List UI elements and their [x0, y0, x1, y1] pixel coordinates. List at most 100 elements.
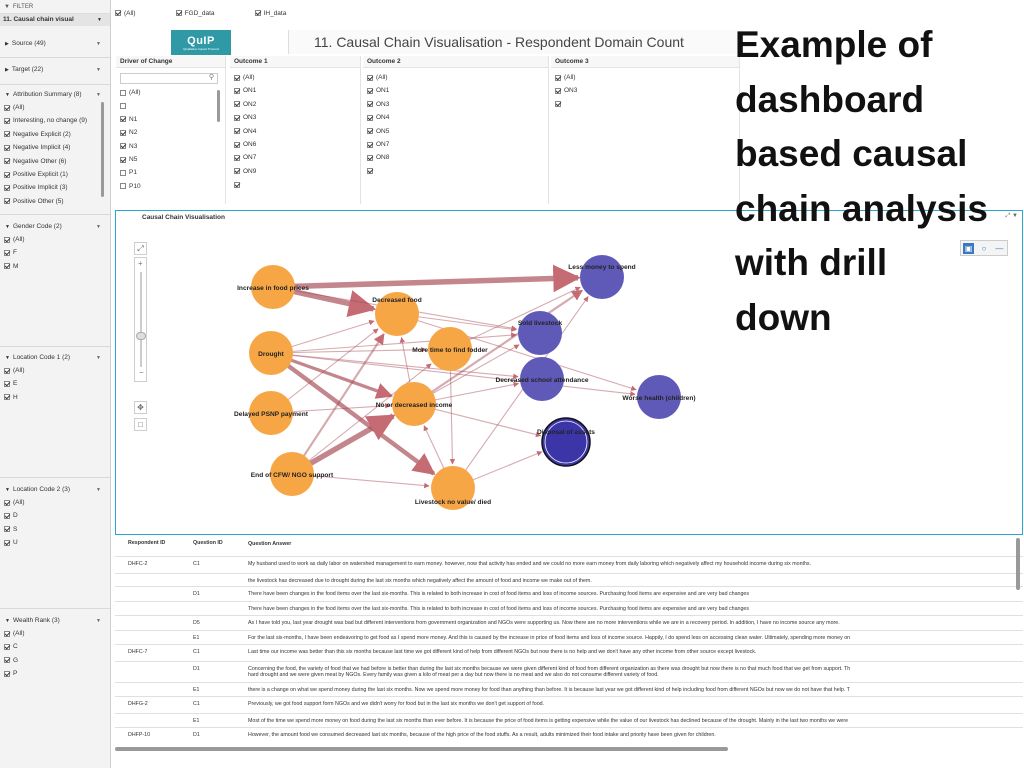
- pane-option[interactable]: N5: [116, 153, 225, 166]
- checkbox[interactable]: [234, 141, 240, 148]
- horizontal-scrollbar[interactable]: [115, 747, 728, 751]
- checkbox[interactable]: [120, 183, 126, 190]
- pane-option[interactable]: (All): [363, 71, 548, 84]
- filter-option[interactable]: Negative Implicit (4): [0, 141, 110, 154]
- checkbox[interactable]: [4, 539, 10, 546]
- edge-psnp-to-dec_food[interactable]: [270, 328, 379, 414]
- pane-option[interactable]: ON8: [363, 151, 548, 164]
- collapse-triangle-icon[interactable]: ▼: [5, 618, 10, 624]
- filter-option[interactable]: Positive Explicit (1): [0, 168, 110, 181]
- checkbox[interactable]: [555, 74, 561, 81]
- pane-option[interactable]: ON6: [230, 138, 360, 151]
- filter-option[interactable]: P: [0, 667, 110, 680]
- node-sold-livestock[interactable]: [518, 311, 562, 355]
- network-view-icon[interactable]: ▣: [963, 242, 975, 254]
- pane-option[interactable]: (All): [551, 71, 739, 84]
- search-input[interactable]: ⚲: [120, 73, 218, 84]
- checkbox[interactable]: [4, 185, 10, 192]
- pane-option[interactable]: ON3: [230, 111, 360, 124]
- chevron-down-icon[interactable]: ▼: [96, 355, 101, 361]
- collapse-triangle-icon[interactable]: ▼: [5, 224, 10, 230]
- checkbox[interactable]: [4, 131, 10, 138]
- checkbox[interactable]: [234, 74, 240, 81]
- zoom-slider[interactable]: + −: [134, 257, 147, 382]
- filter-option[interactable]: U: [0, 536, 110, 549]
- pan-icon[interactable]: ✥: [134, 401, 147, 414]
- pane-option[interactable]: [551, 98, 739, 111]
- filter-option[interactable]: (All): [0, 101, 110, 114]
- node-health[interactable]: [637, 375, 681, 419]
- edge-income-to-less_money[interactable]: [413, 289, 584, 405]
- node-psnp[interactable]: [249, 391, 293, 435]
- filter-option[interactable]: M: [0, 260, 110, 273]
- checkbox[interactable]: [367, 74, 373, 81]
- data-source-option[interactable]: FGD_data: [175, 10, 215, 17]
- filter-option[interactable]: Positive Implicit (3): [0, 181, 110, 194]
- scrollbar[interactable]: [101, 102, 104, 197]
- checkbox[interactable]: [367, 155, 373, 162]
- checkbox[interactable]: [120, 116, 126, 123]
- collapse-triangle-icon[interactable]: ▼: [5, 92, 10, 98]
- pane-option[interactable]: ON4: [363, 111, 548, 124]
- checkbox[interactable]: [555, 101, 561, 108]
- column-header-respondent[interactable]: Respondent ID: [128, 540, 166, 546]
- pane-option[interactable]: [230, 178, 360, 191]
- pane-option[interactable]: N1: [116, 113, 225, 126]
- table-row[interactable]: the livestock has decreased due to droug…: [115, 572, 1023, 587]
- checkbox[interactable]: [234, 88, 240, 95]
- pane-option[interactable]: ON3: [551, 84, 739, 97]
- checkbox[interactable]: [4, 250, 10, 257]
- pane-option[interactable]: ON3: [363, 98, 548, 111]
- checkbox[interactable]: [115, 10, 121, 16]
- edge-fodder-to-less_money[interactable]: [449, 286, 581, 350]
- node-dec-food[interactable]: [375, 292, 419, 336]
- filter-option[interactable]: (All): [0, 233, 110, 246]
- edge-drought-to-fodder[interactable]: [270, 346, 427, 354]
- collapse-triangle-icon[interactable]: ▼: [5, 355, 10, 361]
- checkbox[interactable]: [4, 118, 10, 125]
- collapse-triangle-icon[interactable]: ▼: [5, 487, 10, 493]
- edge-drought-to-school[interactable]: [270, 352, 519, 379]
- checkbox[interactable]: [4, 171, 10, 178]
- pane-option[interactable]: [116, 99, 225, 112]
- checkbox[interactable]: [4, 381, 10, 388]
- pane-option[interactable]: P10: [116, 180, 225, 193]
- filter-option[interactable]: C: [0, 640, 110, 653]
- checkbox[interactable]: [367, 88, 373, 95]
- checkbox[interactable]: [234, 101, 240, 108]
- line-view-icon[interactable]: —: [995, 243, 1004, 253]
- checkbox[interactable]: [4, 158, 10, 165]
- filter-option[interactable]: D: [0, 509, 110, 522]
- select-icon[interactable]: □: [134, 418, 147, 431]
- checkbox[interactable]: [234, 168, 240, 175]
- sheet-selector[interactable]: 11. Causal chain visual ▼: [0, 14, 110, 26]
- checkbox[interactable]: [120, 156, 126, 163]
- checkbox[interactable]: [367, 101, 373, 108]
- node-livestock[interactable]: [431, 466, 475, 510]
- pane-option[interactable]: ON1: [363, 84, 548, 97]
- checkbox[interactable]: [4, 630, 10, 637]
- chevron-down-icon[interactable]: ▼: [96, 487, 101, 493]
- checkbox[interactable]: [120, 103, 126, 110]
- zoom-handle[interactable]: [136, 332, 146, 340]
- checkbox[interactable]: [175, 10, 182, 16]
- checkbox[interactable]: [4, 144, 10, 151]
- pane-option[interactable]: ON7: [230, 151, 360, 164]
- checkbox[interactable]: [4, 367, 10, 374]
- zoom-in-icon[interactable]: +: [138, 259, 143, 268]
- checkbox[interactable]: [254, 10, 261, 16]
- filter-option[interactable]: Interesting, no change (9): [0, 114, 110, 127]
- checkbox[interactable]: [4, 263, 10, 270]
- filter-option[interactable]: (All): [0, 364, 110, 377]
- checkbox[interactable]: [4, 657, 10, 664]
- pane-option[interactable]: ON7: [363, 138, 548, 151]
- edge-cfw-to-livestock[interactable]: [291, 473, 430, 489]
